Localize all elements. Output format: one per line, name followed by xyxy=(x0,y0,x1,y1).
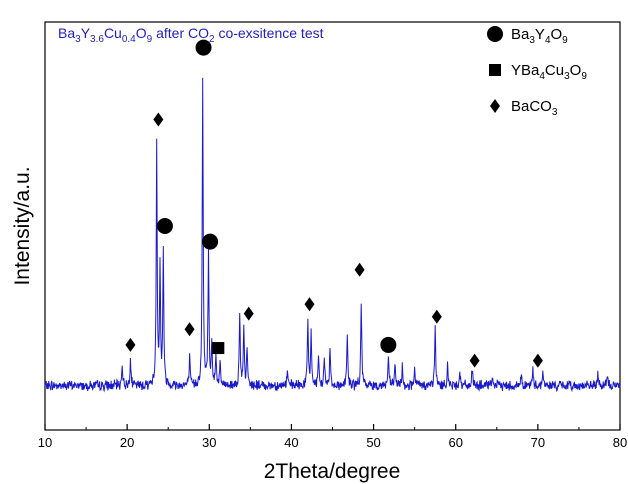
text-segment: O xyxy=(136,25,147,41)
subscript-text: 3 xyxy=(529,35,535,46)
text-segment: Cu xyxy=(104,25,122,41)
phase-marker-baco3 xyxy=(243,306,254,321)
subscript-text: 3.6 xyxy=(90,34,104,45)
subscript-text: 9 xyxy=(147,34,153,45)
phase-marker-baco3 xyxy=(125,337,136,352)
subscript-text: 4 xyxy=(545,35,551,46)
phase-marker-yba4cu3o9 xyxy=(212,342,225,355)
text-segment: BaCO xyxy=(511,98,552,115)
phase-marker-ba3y4o9 xyxy=(195,39,212,56)
phase-marker-ba3y4o9 xyxy=(156,217,173,234)
subscript-text: 9 xyxy=(581,71,587,82)
phase-marker-ba3y4o9 xyxy=(202,233,219,250)
legend-label: BaCO3 xyxy=(511,98,558,118)
phase-marker-baco3 xyxy=(532,353,543,368)
text-segment: O xyxy=(570,62,582,79)
legend-symbol-diamond xyxy=(490,99,500,113)
subscript-text: 3 xyxy=(564,71,570,82)
phase-marker-ba3y4o9 xyxy=(380,336,397,353)
subscript-text: 4 xyxy=(539,71,545,82)
legend-symbol-square xyxy=(489,64,501,76)
subscript-text: 3 xyxy=(552,107,558,118)
phase-marker-baco3 xyxy=(153,112,164,127)
phase-markers xyxy=(125,39,543,368)
x-tick-label: 80 xyxy=(613,435,627,450)
x-tick-label: 70 xyxy=(531,435,545,450)
x-tick-label: 10 xyxy=(38,435,52,450)
x-axis-tick-labels: 10 20 30 40 50 60 70 80 xyxy=(38,435,627,450)
subscript-text: 2 xyxy=(209,34,215,45)
legend-label: YBa4Cu3O9 xyxy=(511,62,587,82)
text-segment: after CO xyxy=(152,25,209,41)
phase-marker-baco3 xyxy=(354,262,365,277)
subscript-text: 0.4 xyxy=(122,34,136,45)
text-segment: Y xyxy=(81,25,91,41)
x-tick-label: 60 xyxy=(448,435,462,450)
text-segment: Ba xyxy=(511,26,530,43)
subscript-text: 9 xyxy=(562,35,568,46)
phase-marker-baco3 xyxy=(431,309,442,324)
phase-marker-baco3 xyxy=(304,297,315,312)
text-segment: YBa xyxy=(511,62,540,79)
legend-symbol-circle xyxy=(487,26,503,42)
x-tick-label: 30 xyxy=(202,435,216,450)
x-tick-label: 20 xyxy=(120,435,134,450)
text-segment: O xyxy=(551,26,563,43)
xrd-pattern-line xyxy=(44,77,621,393)
subscript-text: 3 xyxy=(75,34,81,45)
x-axis-title: 2Theta/degree xyxy=(264,460,401,483)
text-segment: co-exsitence test xyxy=(215,25,324,41)
x-tick-label: 40 xyxy=(284,435,298,450)
chart-title: Ba3Y3.6Cu0.4O9 after CO2 co-exsitence te… xyxy=(58,25,324,45)
text-segment: Ba xyxy=(58,25,75,41)
phase-marker-baco3 xyxy=(184,322,195,337)
x-tick-label: 50 xyxy=(366,435,380,450)
y-axis-title: Intensity/a.u. xyxy=(11,166,34,285)
x-axis-ticks xyxy=(44,424,621,430)
phase-marker-baco3 xyxy=(469,353,480,368)
legend-label: Ba3Y4O9 xyxy=(511,26,568,46)
text-segment: Y xyxy=(535,26,545,43)
text-segment: Cu xyxy=(545,62,564,79)
